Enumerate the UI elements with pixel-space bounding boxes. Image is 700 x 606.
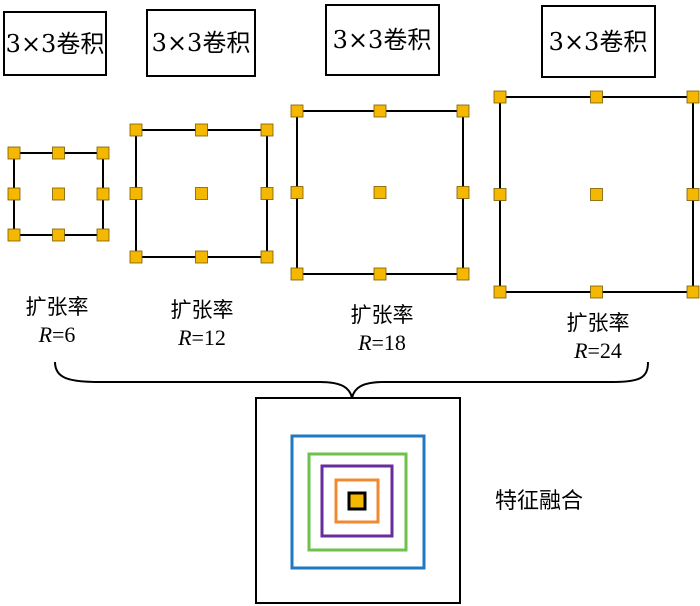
kernel-4-dot-0-1 [590, 90, 603, 104]
kernel-3-dot-1-0 [290, 186, 304, 199]
rate-text-2: 扩张率 [171, 298, 234, 322]
kernel-3-dot-0-1 [373, 104, 387, 118]
dilated-kernels [7, 90, 700, 299]
rate-label-1: 扩张率 R=6 [26, 295, 89, 347]
rate-text-3: 扩张率 [351, 303, 414, 327]
conv-label-3: 3×3卷积 [333, 26, 432, 54]
rate-label-3: 扩张率 R=18 [351, 303, 414, 355]
kernel-4-dot-0-2 [686, 90, 700, 104]
ring-green [307, 452, 408, 552]
kernel-2-dot-2-1 [195, 250, 208, 264]
kernel-4-dot-1-1 [590, 188, 603, 201]
kernel-2-dot-1-1 [195, 187, 208, 200]
kernel-2-dot-2-2 [260, 250, 274, 264]
conv-label-1: 3×3卷积 [6, 30, 105, 58]
rate-number-4: =24 [588, 338, 622, 363]
conv-box-1: 3×3卷积 [3, 11, 107, 76]
rate-text-1: 扩张率 [26, 295, 89, 319]
kernel-4-dot-2-1 [590, 285, 603, 299]
merge-brace [54, 361, 649, 399]
kernel-1-dot-2-0 [7, 228, 21, 242]
conv-label-2: 3×3卷积 [152, 29, 251, 57]
kernel-3-dot-1-2 [456, 186, 470, 199]
kernel-1-dot-1-1 [52, 187, 65, 201]
kernel-3-dot-0-0 [290, 104, 304, 118]
kernel-1-dot-2-2 [96, 228, 110, 242]
kernel-1-dot-1-2 [96, 187, 110, 201]
ring-blue [290, 434, 426, 570]
rate-number-1: =6 [52, 322, 75, 347]
kernel-2-dot-0-0 [129, 123, 143, 137]
kernel-1-dot-1-0 [7, 187, 21, 201]
rate-label-2: 扩张率 R=12 [171, 298, 234, 350]
r-symbol-1: R [38, 322, 53, 347]
kernel-2-dot-1-2 [260, 187, 274, 200]
r-symbol-2: R [177, 325, 192, 350]
rate-number-3: =18 [372, 330, 406, 355]
kernel-1-dot-0-1 [52, 146, 65, 160]
kernel-4-dot-1-2 [686, 188, 700, 201]
rate-value-4: R=24 [573, 338, 622, 363]
kernel-2-dot-2-0 [129, 250, 143, 264]
fusion-label: 特征融合 [495, 489, 583, 514]
kernel-3-dot-2-1 [373, 267, 387, 281]
rate-label-4: 扩张率 R=24 [567, 311, 630, 363]
kernel-4-dot-1-0 [493, 188, 507, 201]
rate-number-2: =12 [192, 325, 226, 350]
fusion-box [255, 397, 461, 604]
rate-value-2: R=12 [177, 325, 226, 350]
kernel-2-dot-1-0 [129, 187, 143, 200]
ring-orange [334, 478, 380, 524]
rate-value-3: R=18 [357, 330, 406, 355]
kernel-1-dot-0-2 [96, 146, 110, 160]
rate-value-1: R=6 [38, 322, 76, 347]
kernel-3-dot-1-1 [373, 186, 387, 199]
conv-box-2: 3×3卷积 [146, 9, 256, 77]
ring-purple [320, 464, 394, 538]
fusion-core [347, 491, 367, 511]
kernel-4-dot-2-2 [686, 285, 700, 299]
kernel-2-dot-0-1 [195, 123, 208, 137]
conv-box-4: 3×3卷积 [541, 5, 656, 78]
kernel-3-dot-2-0 [290, 267, 304, 281]
kernel-3-dot-0-2 [456, 104, 470, 118]
kernel-1-dot-0-0 [7, 146, 21, 160]
kernel-1-dot-2-1 [52, 228, 65, 242]
kernel-4-dot-0-0 [493, 90, 507, 104]
conv-label-4: 3×3卷积 [549, 28, 648, 56]
kernel-3-dot-2-2 [456, 267, 470, 281]
conv-box-3: 3×3卷积 [325, 4, 440, 76]
r-symbol-3: R [357, 330, 372, 355]
kernel-4-dot-2-0 [493, 285, 507, 299]
kernel-2-dot-0-2 [260, 123, 274, 137]
rate-text-4: 扩张率 [567, 311, 630, 335]
r-symbol-4: R [573, 338, 588, 363]
